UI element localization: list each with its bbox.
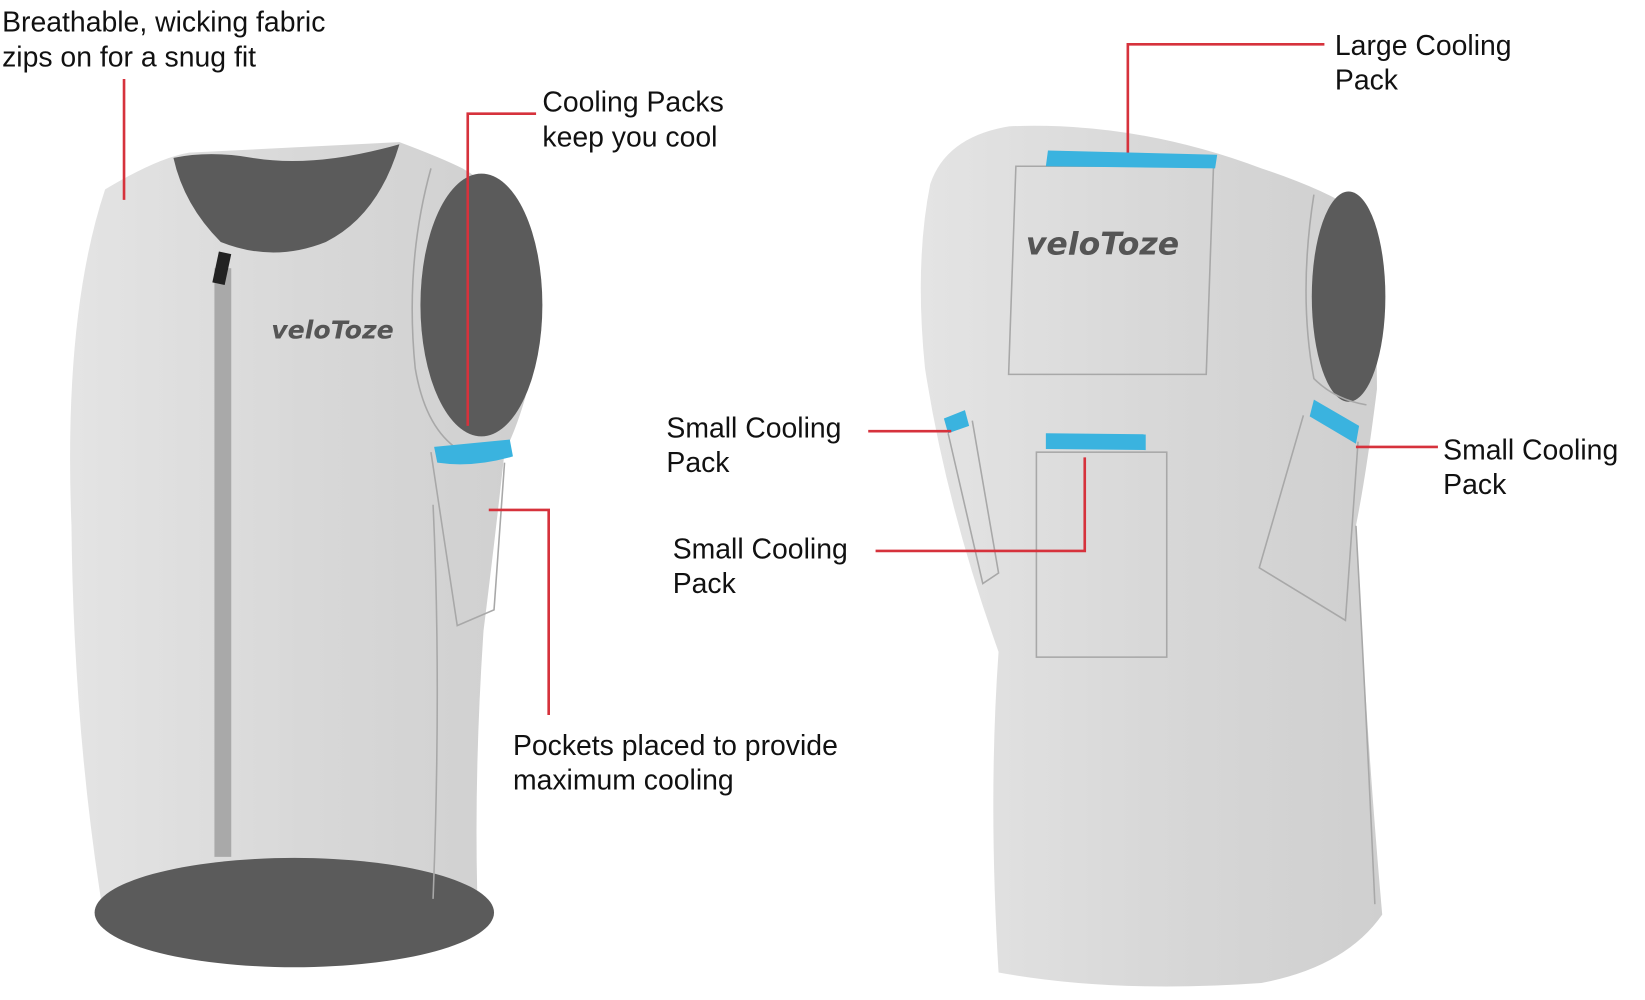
back-logo: veloToze — [1026, 227, 1179, 263]
callout-line-small-center — [875, 457, 1087, 553]
callout-line-pockets — [488, 508, 550, 715]
zipper-pull — [212, 251, 232, 285]
back-center-pocket-outline — [1035, 451, 1168, 658]
right-side-pocket-outline — [1258, 415, 1359, 622]
large-cooling-pack — [1045, 150, 1218, 169]
front-hem-opening — [94, 857, 495, 968]
back-vest: veloToze — [920, 125, 1386, 987]
back-vest-body — [920, 125, 1383, 987]
front-vest: veloToze — [70, 142, 543, 968]
back-armhole — [1311, 191, 1386, 402]
right-small-cooling-pack — [1309, 399, 1360, 444]
front-armhole-seam — [411, 168, 463, 453]
left-side-pocket-outline — [947, 420, 1000, 585]
front-neck-opening — [173, 144, 400, 253]
front-logo: veloToze — [271, 316, 394, 345]
front-cooling-pack — [434, 439, 513, 465]
front-armhole — [420, 173, 543, 437]
front-zipper — [214, 268, 232, 857]
callout-line-cooling-packs — [466, 112, 537, 426]
left-small-cooling-pack — [943, 410, 970, 434]
callout-lines — [122, 43, 1438, 715]
front-pocket-outline — [430, 452, 506, 627]
callout-line-large-pack — [1126, 43, 1325, 153]
center-small-cooling-pack — [1045, 433, 1146, 451]
